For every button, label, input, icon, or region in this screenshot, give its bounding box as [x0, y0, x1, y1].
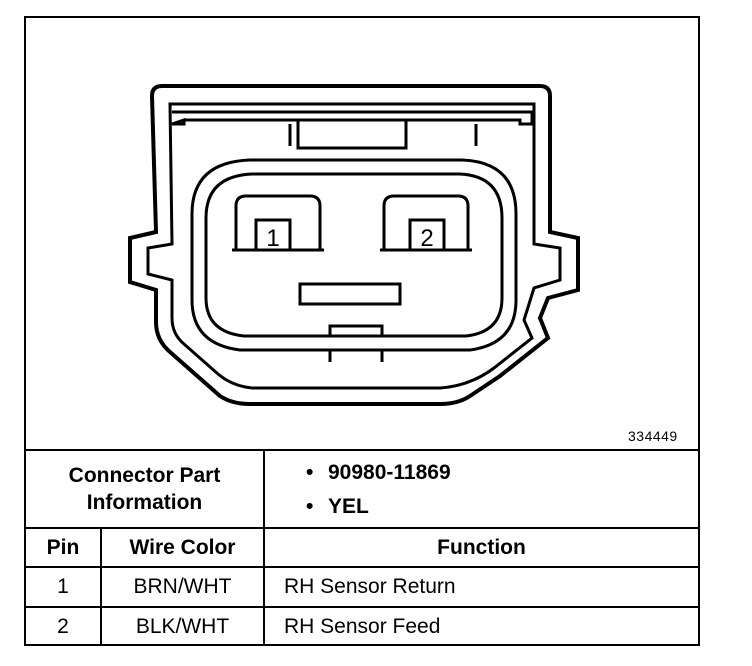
latch-tab [296, 118, 408, 150]
connector-outer-shell [128, 84, 580, 406]
row-2-function: RH Sensor Feed [284, 615, 441, 638]
connector-inner-shell [146, 102, 562, 390]
connector-color: •YEL [306, 495, 369, 518]
row-1-pin: 1 [57, 575, 69, 598]
pin-2-box [408, 218, 446, 252]
row-1-function: RH Sensor Return [284, 575, 456, 598]
table-divider-row1 [24, 566, 700, 568]
bottom-key [328, 324, 384, 336]
header-function: Function [437, 535, 526, 559]
terminal-cavity [190, 158, 518, 352]
row-2-pin: 2 [57, 615, 69, 638]
pin-1-box [254, 218, 292, 252]
figure-id: 334449 [628, 428, 678, 444]
header-pin: Pin [46, 535, 80, 559]
key-slot [298, 282, 402, 306]
table-top-border [24, 449, 700, 451]
table-col-divider-wire [100, 527, 102, 646]
pin-1-label: 1 [266, 225, 279, 252]
part-number: •90980-11869 [306, 461, 451, 484]
row-1-wire-color: BRN/WHT [133, 575, 232, 598]
pin-2-pocket [382, 194, 470, 250]
table-divider-row2 [24, 606, 700, 608]
header-wire-color: Wire Color [129, 535, 236, 559]
table-col-divider-function [263, 449, 265, 646]
table-divider-header [24, 527, 700, 529]
pin-2-label: 2 [420, 225, 433, 252]
row-2-wire-color: BLK/WHT [135, 615, 230, 638]
connector-face-drawing: 1 2 [128, 84, 580, 406]
connector-part-info-label: Connector Part Information [68, 464, 221, 514]
diagram-frame [24, 16, 700, 646]
connector-top-rail [171, 110, 534, 126]
pin-1-pocket [234, 194, 322, 250]
